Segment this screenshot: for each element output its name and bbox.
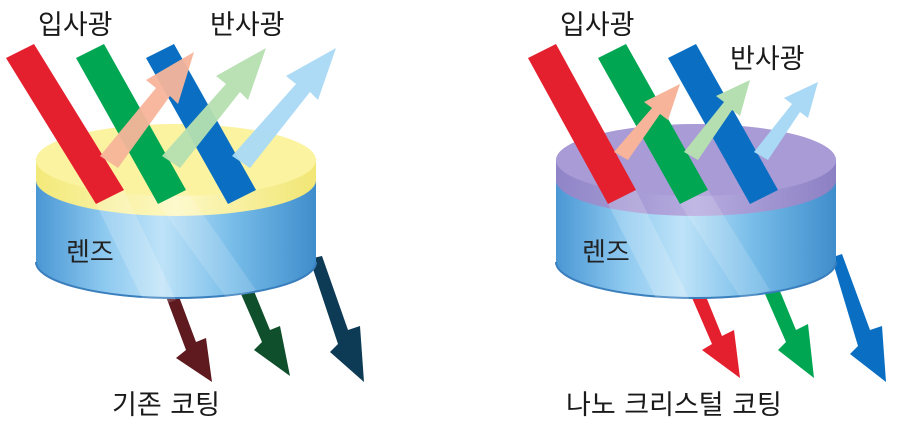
left-incident-red	[6, 44, 124, 204]
right-caption: 나노 크리스털 코팅	[566, 390, 782, 421]
right-reflected-red-arrow	[614, 84, 680, 160]
left-reflected-label: 반사광	[210, 10, 285, 41]
left-diagram	[6, 44, 364, 382]
right-transmitted-green-arrow	[742, 262, 814, 378]
left-reflected-red-arrow	[100, 52, 194, 168]
left-lens-label: 렌즈	[66, 238, 114, 268]
right-lens-label: 렌즈	[582, 238, 630, 268]
right-incident-blue	[668, 44, 778, 204]
left-transmitted-blue-arrow	[296, 256, 364, 382]
left-transmitted-red-arrow	[148, 278, 212, 382]
right-reflected-label: 반사광	[730, 44, 805, 75]
right-diagram	[528, 44, 886, 382]
right-reflected-green-arrow	[684, 80, 750, 160]
left-caption: 기존 코팅	[112, 390, 220, 421]
right-transmitted-blue-arrow	[818, 254, 886, 382]
right-transmitted-red-arrow	[670, 272, 740, 378]
left-reflected-green-arrow	[162, 48, 266, 168]
right-reflected-blue-arrow	[754, 82, 818, 160]
right-incident-label: 입사광	[560, 10, 635, 41]
left-transmitted-green-arrow	[218, 262, 290, 376]
right-incident-red	[528, 44, 636, 204]
left-reflected-blue-arrow	[232, 48, 336, 168]
left-incident-label: 입사광	[38, 10, 113, 41]
